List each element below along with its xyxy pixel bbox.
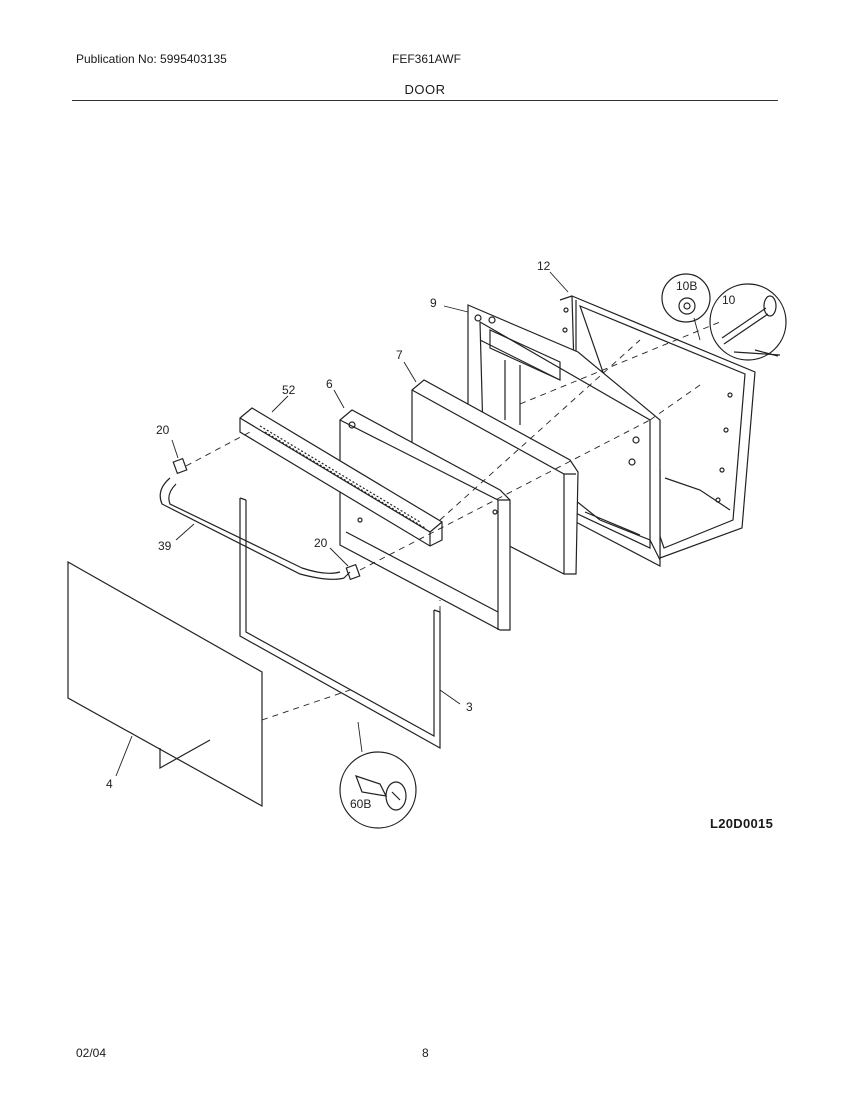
- callout-52: 52: [282, 383, 296, 397]
- part-10b-washer-detail: [661, 273, 711, 323]
- part-20-clip-upper: [172, 457, 188, 475]
- part-60b-screw-detail: [339, 751, 417, 829]
- callout-10: 10: [722, 293, 736, 307]
- footer-date: 02/04: [76, 1046, 107, 1060]
- callout-3: 3: [466, 700, 473, 714]
- part-39-handle: [159, 477, 351, 580]
- assembly-guide-lines: [185, 321, 721, 721]
- leader-lines: [115, 271, 701, 777]
- model-number: FEF361AWF: [392, 52, 461, 66]
- callout-60b: 60B: [350, 797, 371, 811]
- callout-20-lower: 20: [314, 536, 328, 550]
- part-20-clip-lower: [345, 563, 361, 581]
- callout-7: 7: [396, 348, 403, 362]
- page-number: 8: [422, 1046, 429, 1060]
- part-52-vent-trim: [239, 407, 443, 547]
- callout-6: 6: [326, 377, 333, 391]
- callout-9: 9: [430, 296, 437, 310]
- figure-code: L20D0015: [710, 816, 774, 831]
- part-10-screw-detail: [709, 283, 787, 361]
- header-divider: [72, 100, 778, 101]
- callout-12: 12: [537, 259, 551, 273]
- callout-39: 39: [158, 539, 172, 553]
- callout-20-upper: 20: [156, 423, 170, 437]
- publication-number: Publication No: 5995403135: [76, 52, 227, 66]
- callout-10b: 10B: [676, 279, 697, 293]
- part-4-outer-panel: [67, 560, 263, 808]
- callout-4: 4: [106, 777, 113, 791]
- part-3-door-frame: [239, 497, 441, 750]
- section-title: DOOR: [404, 82, 446, 97]
